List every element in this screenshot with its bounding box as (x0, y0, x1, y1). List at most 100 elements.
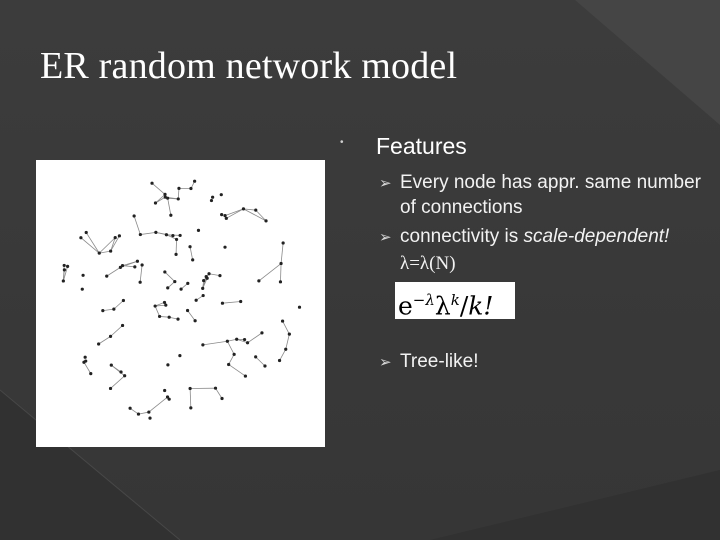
network-node (176, 317, 180, 321)
network-node (201, 293, 205, 298)
network-node (101, 309, 105, 313)
network-node (61, 279, 65, 283)
network-edge (139, 264, 143, 283)
bullet-text: Tree-like! (400, 351, 479, 372)
network-node (223, 245, 227, 249)
network-node (232, 352, 236, 356)
network-node (163, 388, 167, 393)
network-node (154, 230, 158, 234)
network-node (79, 236, 83, 240)
network-edge (155, 231, 173, 237)
network-edge (129, 407, 139, 415)
formula-denominator: k! (468, 291, 494, 321)
network-node (202, 278, 206, 283)
network-node (81, 273, 85, 277)
network-node (207, 272, 211, 276)
network-node (287, 332, 291, 336)
network-edge (228, 364, 246, 377)
slide-title: ER random network model (40, 45, 458, 87)
network-node (193, 179, 197, 183)
arrow-icon: ➢ (379, 354, 392, 371)
network-node (120, 264, 125, 268)
formula-lambda: λ (434, 291, 451, 321)
network-edge (154, 302, 165, 307)
network-node (166, 363, 170, 367)
network-edge (164, 271, 176, 282)
poisson-formula-image: e−λλk/k! (395, 282, 515, 321)
network-node (218, 273, 222, 278)
network-node (220, 213, 224, 217)
network-node (297, 305, 302, 309)
formula-exponent: −λ (412, 291, 435, 309)
network-node (209, 198, 214, 203)
network-edge (154, 305, 160, 317)
network-edge (215, 387, 223, 399)
network-edge (202, 340, 228, 346)
network-node (239, 299, 243, 304)
network-node (193, 319, 197, 323)
network-node (280, 319, 285, 323)
network-node (157, 314, 162, 319)
network-node (177, 186, 181, 190)
network-node (164, 303, 168, 307)
network-edge (148, 396, 168, 413)
network-node (242, 337, 247, 342)
network-edge (228, 354, 235, 365)
network-graph (61, 179, 302, 420)
network-node (121, 298, 126, 303)
network-node (97, 251, 101, 255)
bullet-features: • Features (340, 130, 710, 170)
network-node (118, 265, 122, 269)
network-edge (110, 375, 125, 389)
network-edge (80, 237, 100, 254)
network-node (257, 279, 261, 283)
network-edge (227, 341, 235, 355)
network-node (171, 234, 175, 238)
network-node (109, 249, 113, 253)
network-node (278, 280, 283, 284)
network-node (112, 307, 116, 311)
network-node (263, 364, 267, 368)
network-node (80, 287, 84, 291)
network-node (97, 342, 101, 346)
network-edge (83, 362, 92, 374)
network-edge (110, 325, 123, 337)
network-edge (285, 334, 290, 350)
network-node (148, 416, 152, 420)
network-edge (222, 301, 241, 304)
network-edge (167, 198, 172, 216)
network-node (163, 270, 167, 274)
network-node (166, 286, 170, 290)
network-node (191, 258, 195, 262)
network-node (224, 216, 228, 220)
network-node (62, 263, 66, 268)
network-edge (187, 310, 196, 321)
network-edge (279, 349, 287, 361)
network-node (176, 197, 180, 201)
network-node (108, 386, 113, 391)
network-node (219, 193, 223, 197)
network-node (223, 214, 227, 218)
network-node (120, 323, 125, 328)
network-edge (208, 273, 221, 276)
network-node (147, 410, 151, 414)
network-node (264, 219, 268, 223)
bullet-tree-like: ➢ Tree-like! (340, 349, 710, 374)
network-edge (102, 308, 114, 312)
network-edge (159, 316, 170, 318)
network-node (138, 232, 142, 237)
network-node (189, 406, 193, 410)
bullet-text-emphasis: scale-dependent! (523, 226, 670, 247)
network-figure (36, 160, 325, 447)
network-node (108, 334, 113, 338)
network-edge (110, 237, 116, 252)
network-edge (106, 267, 121, 277)
network-edge (62, 265, 65, 281)
network-edge (62, 266, 68, 282)
network-edge (258, 263, 282, 282)
network-edge (224, 208, 244, 216)
network-edge (189, 388, 192, 408)
features-heading: Features (376, 133, 467, 159)
network-node (89, 372, 93, 376)
lambda-formula: λ=λ(N) (400, 253, 456, 274)
